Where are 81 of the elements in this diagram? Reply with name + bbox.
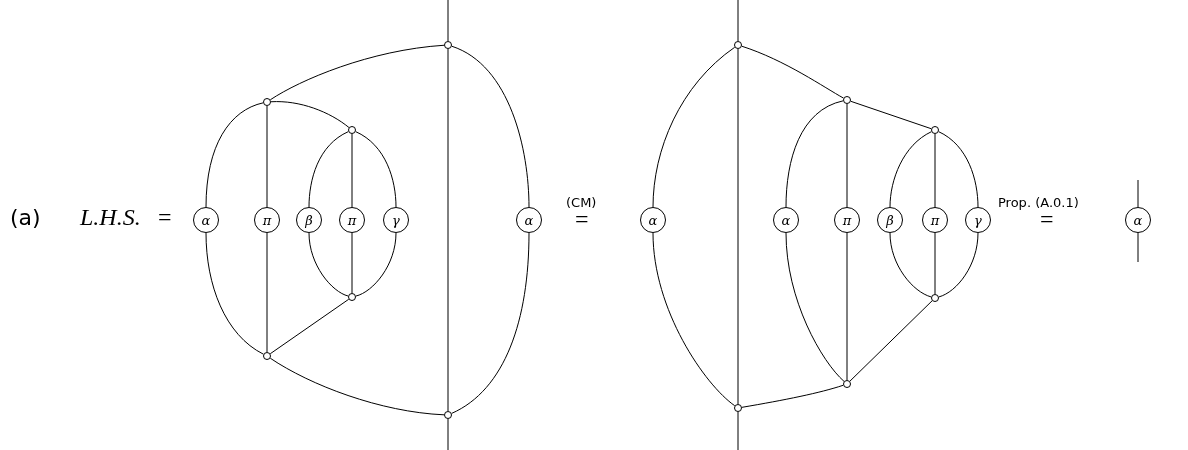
- vertex-dot: [444, 41, 452, 49]
- vertex-dot: [734, 41, 742, 49]
- formula-text: =: [158, 203, 172, 232]
- wire: [447, 0, 449, 42]
- wire: [451, 45, 530, 208]
- wire: [741, 45, 844, 99]
- wire: [889, 232, 932, 298]
- wire: [652, 46, 736, 208]
- wire: [308, 131, 349, 208]
- node-symbol: α: [648, 213, 658, 227]
- vertex-dot: [348, 293, 356, 301]
- labeled-node-circle: [383, 207, 409, 233]
- labeled-node-circle: [339, 207, 365, 233]
- wire: [938, 232, 979, 298]
- vertex-dot: [843, 96, 851, 104]
- wire: [785, 232, 845, 382]
- wire: [741, 384, 844, 408]
- node-symbol: α: [524, 213, 534, 227]
- labeled-node-circle: [922, 207, 948, 233]
- node-symbol: β: [886, 213, 894, 227]
- wire: [934, 232, 936, 295]
- wire: [355, 131, 397, 208]
- formula-text: (a): [10, 205, 41, 232]
- node-symbol: β: [305, 213, 313, 227]
- node-symbol: α: [201, 213, 211, 227]
- wire: [447, 48, 449, 412]
- wire: [451, 232, 530, 414]
- wire: [1137, 232, 1139, 263]
- wire: [850, 100, 932, 130]
- wire: [308, 232, 349, 297]
- labeled-node-circle: [834, 207, 860, 233]
- labeled-node-circle: [516, 207, 542, 233]
- node-symbol: π: [930, 213, 940, 227]
- wire: [1137, 179, 1139, 208]
- labeled-node-circle: [877, 207, 903, 233]
- labeled-node-circle: [193, 207, 219, 233]
- wire: [269, 44, 445, 101]
- wire: [447, 418, 449, 450]
- wire: [846, 232, 848, 381]
- node-symbol: α: [781, 213, 791, 227]
- node-symbol: π: [842, 213, 852, 227]
- wire: [351, 133, 353, 208]
- wire: [846, 103, 848, 208]
- wire: [934, 133, 936, 208]
- vertex-dot: [348, 126, 356, 134]
- wire: [737, 48, 739, 405]
- node-symbol: α: [1133, 213, 1143, 227]
- wire: [269, 298, 350, 355]
- wire: [889, 131, 932, 208]
- wire: [269, 357, 445, 416]
- labeled-node-circle: [773, 207, 799, 233]
- vertex-dot: [931, 294, 939, 302]
- wire: [270, 101, 350, 128]
- labeled-node-circle: [640, 207, 666, 233]
- vertex-dot: [931, 126, 939, 134]
- node-symbol: π: [347, 213, 357, 227]
- formula-text: L.H.S.: [80, 203, 141, 232]
- wire: [351, 232, 353, 294]
- vertex-dot: [734, 404, 742, 412]
- vertex-dot: [843, 380, 851, 388]
- wire: [355, 232, 397, 297]
- wire: [737, 0, 739, 42]
- node-symbol: π: [262, 213, 272, 227]
- labeled-node-circle: [965, 207, 991, 233]
- wire: [652, 232, 736, 407]
- vertex-dot: [263, 352, 271, 360]
- wire: [205, 232, 264, 355]
- wire: [785, 100, 844, 208]
- wire: [205, 102, 264, 208]
- vertex-dot: [444, 411, 452, 419]
- labeled-node-circle: [296, 207, 322, 233]
- node-symbol: γ: [392, 213, 400, 227]
- labeled-node-circle: [1125, 207, 1151, 233]
- wire: [266, 232, 268, 353]
- wire: [938, 131, 979, 208]
- wire: [266, 105, 268, 208]
- vertex-dot: [263, 98, 271, 106]
- labeled-node-circle: [254, 207, 280, 233]
- node-symbol: γ: [974, 213, 982, 227]
- wire: [849, 300, 933, 382]
- wire: [737, 411, 739, 450]
